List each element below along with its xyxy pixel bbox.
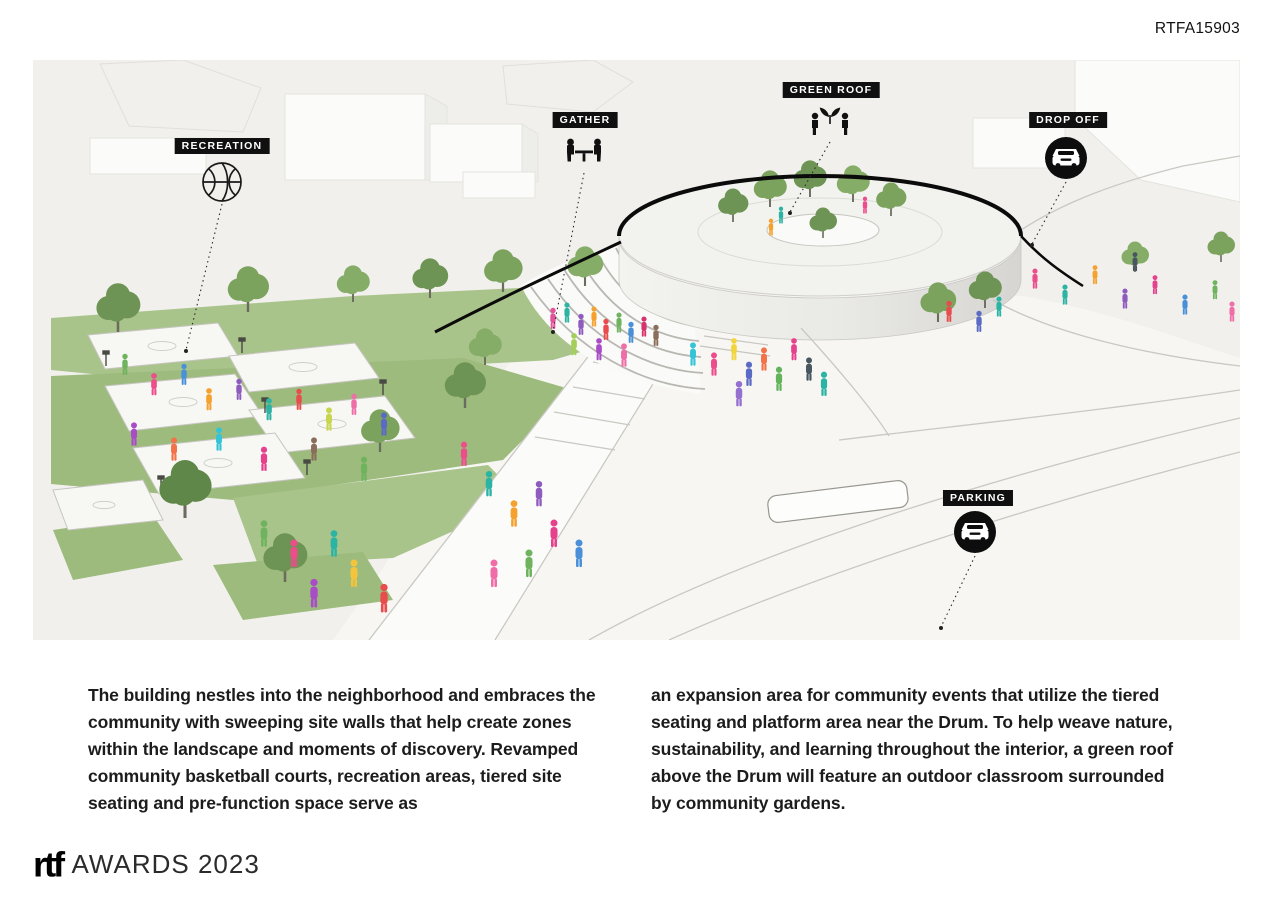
description: The building nestles into the neighborho…: [88, 682, 1188, 817]
label-gather: GATHER: [552, 112, 618, 128]
plaza-hardscape: [333, 288, 1240, 640]
parking-canopy: [767, 480, 909, 524]
parking-car-icon: [954, 511, 996, 553]
basketball-icon: [202, 162, 242, 202]
awards-text: AWARDS 2023: [71, 849, 260, 879]
roads: [588, 155, 1240, 640]
site-wall: [434, 174, 1084, 334]
label-recreation: RECREATION: [174, 138, 270, 154]
footer: rtf AWARDS 2023: [33, 846, 260, 883]
body-text-right: an expansion area for community events t…: [651, 685, 1174, 813]
project-code: RTFA15903: [1154, 20, 1240, 37]
site-illustration: [33, 60, 1240, 640]
dropoff-car-icon: [1045, 137, 1087, 179]
background-buildings: [89, 60, 1240, 203]
green-roof-icon: [811, 107, 849, 135]
label-green-roof: GREEN ROOF: [782, 82, 880, 98]
rtf-logo: rtf: [33, 845, 65, 884]
gather-icon: [567, 138, 601, 162]
leader-lines: [185, 141, 1067, 628]
leader-end-dots: [184, 211, 1034, 630]
label-drop-off: DROP OFF: [1029, 112, 1107, 128]
drum-building: [618, 175, 1022, 341]
site-rendering: RECREATION GATHER GREEN ROOF DROP OFF PA…: [33, 60, 1240, 640]
body-text-left: The building nestles into the neighborho…: [88, 685, 596, 813]
label-parking: PARKING: [942, 490, 1014, 506]
